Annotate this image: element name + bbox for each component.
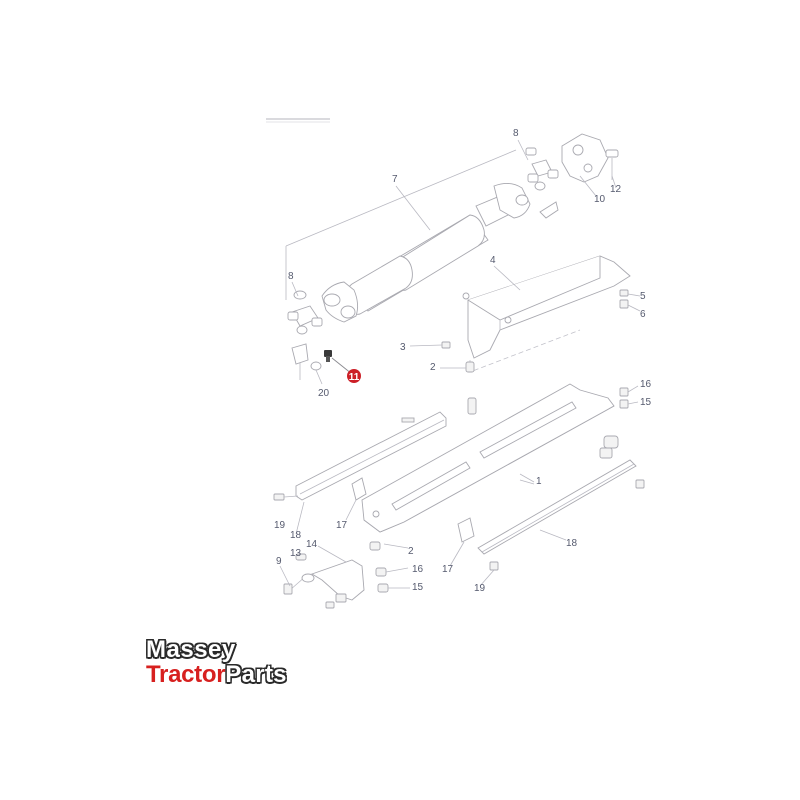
highlighted-part-11: 11 [324,350,361,383]
callout-label: 20 [318,388,330,399]
brand-name-line2: TractorParts [146,663,287,687]
universal-joint-left-part [287,290,323,371]
callout-label: 16 [412,564,424,575]
callout-label: 2 [408,546,414,557]
callout-label: 18 [290,530,302,541]
main-rail-part [361,383,615,533]
callout-label: 17 [336,520,348,531]
callout-label: 3 [400,342,406,353]
callout-label: 2 [430,362,436,373]
callout-label: 19 [274,520,286,531]
callout-label: 6 [640,309,646,320]
fastener-parts [409,289,641,415]
callout-label: 16 [640,379,652,390]
brand-logo: Massey TractorParts [146,638,287,687]
bracket-part-10 [561,133,619,183]
callout-label: 9 [276,556,282,567]
bolt-parts [273,385,645,571]
frame-line [285,149,517,247]
callout-label: 14 [306,539,318,550]
callout-label: 12 [610,184,622,195]
callout-label: 17 [442,564,454,575]
callout-label: 1 [536,476,542,487]
callout-label: 15 [412,582,424,593]
diagram-header-mark [266,118,330,123]
clamp-parts [351,477,475,543]
callout-label: 15 [640,397,652,408]
callout-label: 13 [290,548,302,559]
callout-label: 19 [474,583,486,594]
callout-label: 18 [566,538,578,549]
callout-label: 8 [288,271,294,282]
callout-label: 8 [513,128,519,139]
leader-lines [279,139,617,589]
brand-name-tractor: Tractor [146,661,226,688]
callout-label: 10 [594,194,606,205]
callout-label: 4 [490,255,496,266]
mounting-plate-part [283,541,389,609]
callout-label-highlighted: 11 [349,372,360,383]
callout-labels: 8 7 12 10 8 4 5 6 3 2 20 16 15 1 19 18 1… [274,128,652,594]
callout-label: 7 [392,174,398,185]
bracket-part-4 [462,255,631,359]
brand-name-parts: Parts [225,661,287,688]
universal-joint-right-part [525,147,559,219]
highlight-marker [347,369,361,383]
brand-name-line1: Massey [146,636,236,663]
side-rail-right-part [477,435,637,555]
callout-label: 5 [640,291,646,302]
drive-shaft-part [321,183,531,323]
